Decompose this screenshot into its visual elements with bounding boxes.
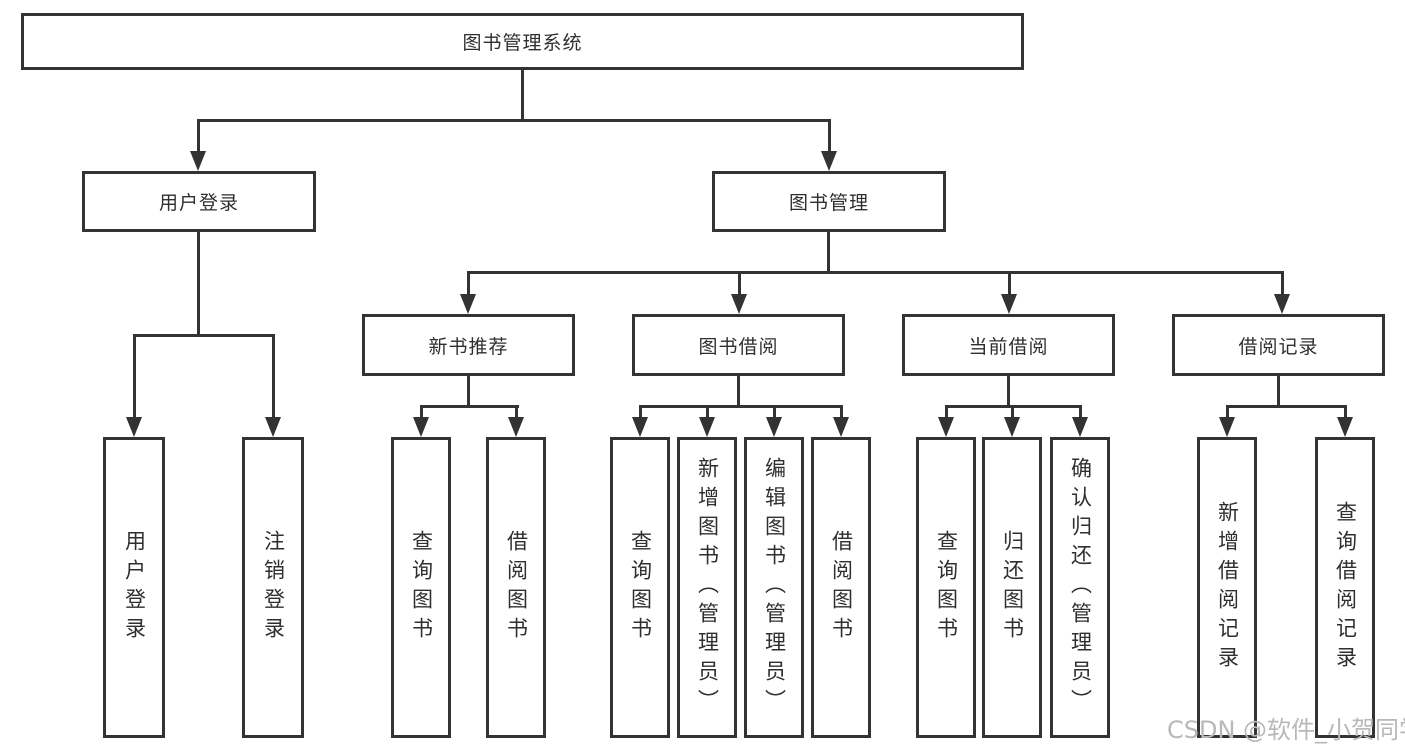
leaf-user-login-label: 用户登录 [122,529,147,646]
leaf-add-borrow-record: 新增借阅记录 [1197,437,1257,738]
leaf-confirm-return-admin-label: 确认归还（管理员） [1068,457,1093,718]
arrow-down-icon [833,417,849,437]
leaf-add-book-admin: 新增图书（管理员） [677,437,737,738]
node-current-borrow-label: 当前借阅 [968,335,1049,358]
leaf-return-book: 归还图书 [982,437,1042,738]
connector-line [1226,405,1347,408]
leaf-recommend-query-books: 查询图书 [391,437,451,738]
leaf-borrow-query-books-label: 查询图书 [628,529,653,646]
arrow-down-icon [632,417,648,437]
node-current-borrow: 当前借阅 [902,314,1115,376]
connector-line [420,405,519,408]
arrow-down-icon [1072,417,1088,437]
leaf-borrow-borrow-books: 借阅图书 [811,437,871,738]
connector-line [467,271,470,297]
connector-line [1226,405,1229,419]
leaf-return-book-label: 归还图书 [1000,529,1025,646]
arrow-down-icon [460,294,476,314]
csdn-watermark: CSDN @软件_小贺同学 [1167,716,1405,744]
leaf-recommend-borrow-books-label: 借阅图书 [504,529,529,646]
arrow-down-icon [1274,294,1290,314]
node-book-borrow-label: 图书借阅 [698,335,779,358]
leaf-query-borrow-record: 查询借阅记录 [1315,437,1375,738]
arrow-down-icon [1004,417,1020,437]
connector-line [467,271,1284,274]
connector-line [521,68,524,121]
node-new-book-recommend-label: 新书推荐 [428,335,509,358]
connector-line [515,405,518,419]
leaf-add-book-admin-label: 新增图书（管理员） [695,457,720,718]
leaf-borrow-query-books: 查询图书 [610,437,670,738]
node-book-borrow: 图书借阅 [632,314,845,376]
connector-line [827,232,830,274]
node-book-management-label: 图书管理 [788,192,869,214]
leaf-current-query-books-label: 查询图书 [934,529,959,646]
connector-line [738,271,741,297]
arrow-down-icon [731,294,747,314]
leaf-borrow-borrow-books-label: 借阅图书 [829,529,854,646]
node-user-login: 用户登录 [82,171,316,232]
connector-line [639,405,642,419]
connector-line [737,376,740,408]
node-borrow-records-label: 借阅记录 [1238,335,1319,358]
arrow-down-icon [265,417,281,437]
connector-line [840,405,843,419]
leaf-query-borrow-record-label: 查询借阅记录 [1333,500,1358,675]
connector-line [420,405,423,419]
arrow-down-icon [126,417,142,437]
arrow-down-icon [938,417,954,437]
leaf-current-query-books: 查询图书 [916,437,976,738]
connector-line [467,376,470,408]
arrow-down-icon [413,417,429,437]
arrow-down-icon [1001,294,1017,314]
node-root-label: 图书管理系统 [462,32,583,54]
connector-line [1011,405,1014,419]
connector-line [1277,376,1280,408]
leaf-logout: 注销登录 [242,437,304,738]
connector-line [1281,271,1284,297]
connector-line [133,334,136,419]
leaf-add-borrow-record-label: 新增借阅记录 [1215,500,1240,675]
connector-line [133,334,275,337]
connector-line [1344,405,1347,419]
node-new-book-recommend: 新书推荐 [362,314,575,376]
arrow-down-icon [699,417,715,437]
node-borrow-records: 借阅记录 [1172,314,1385,376]
connector-line [1079,405,1082,419]
arrow-down-icon [508,417,524,437]
leaf-recommend-borrow-books: 借阅图书 [486,437,546,738]
connector-line [639,405,843,408]
leaf-edit-book-admin: 编辑图书（管理员） [744,437,804,738]
arrow-down-icon [1219,417,1235,437]
connector-line [773,405,776,419]
connector-line [197,119,200,153]
leaf-edit-book-admin-label: 编辑图书（管理员） [762,457,787,718]
connector-line [1007,376,1010,408]
leaf-confirm-return-admin: 确认归还（管理员） [1050,437,1110,738]
node-user-login-label: 用户登录 [158,192,239,214]
connector-line [272,334,275,419]
connector-line [706,405,709,419]
connector-line [828,119,831,153]
leaf-logout-label: 注销登录 [261,529,286,646]
leaf-recommend-query-books-label: 查询图书 [409,529,434,646]
connector-line [945,405,948,419]
arrow-down-icon [821,151,837,171]
connector-line [1008,271,1011,297]
connector-line [197,232,200,337]
node-book-management: 图书管理 [712,171,946,232]
arrow-down-icon [766,417,782,437]
node-root: 图书管理系统 [21,13,1024,70]
connector-line [197,119,831,122]
arrow-down-icon [190,151,206,171]
arrow-down-icon [1337,417,1353,437]
leaf-user-login: 用户登录 [103,437,165,738]
